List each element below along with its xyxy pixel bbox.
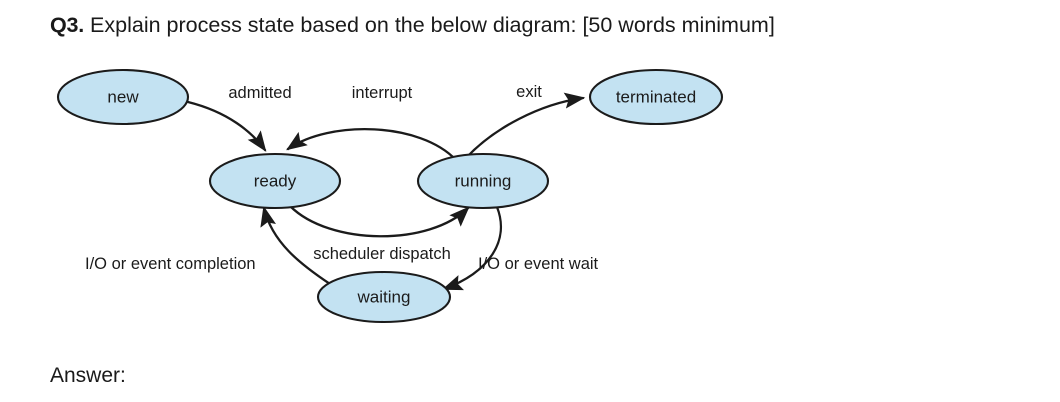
process-state-diagram: admitted interrupt exit scheduler dispat… [0, 50, 780, 340]
question-text: Explain process state based on the below… [90, 13, 775, 37]
process-state-diagram-svg: admitted interrupt exit scheduler dispat… [56, 68, 724, 324]
state-node-ready: ready [208, 152, 342, 210]
edge-label-admitted: admitted [228, 84, 291, 102]
state-node-new: new [56, 68, 190, 126]
state-ellipse-new [56, 68, 190, 126]
edge-label-scheduler-dispatch: scheduler dispatch [313, 245, 451, 263]
state-ellipse-ready [208, 152, 342, 210]
diagram-edge-labels: admitted interrupt exit scheduler dispat… [85, 83, 599, 273]
diagram-state-nodes: new ready running terminated waiting [56, 68, 724, 324]
state-node-running: running [416, 152, 550, 210]
answer-label: Answer: [50, 364, 126, 387]
state-node-waiting: waiting [316, 270, 452, 324]
edge-running-to-terminated [464, 92, 586, 160]
state-label-terminated: terminated [616, 87, 696, 106]
edge-label-interrupt: interrupt [352, 84, 413, 102]
edge-waiting-to-ready [260, 205, 332, 286]
diagram-edges [186, 92, 586, 291]
edge-running-to-ready [286, 128, 458, 162]
question-number: Q3. [50, 13, 85, 37]
state-label-ready: ready [254, 171, 297, 190]
state-ellipse-terminated [588, 68, 724, 126]
edge-label-io-or-event-wait: I/O or event wait [478, 255, 599, 273]
edge-label-exit: exit [516, 83, 542, 101]
state-label-waiting: waiting [357, 287, 411, 306]
state-ellipse-running [416, 152, 550, 210]
state-label-new: new [107, 87, 139, 106]
question-heading: Q3. Explain process state based on the b… [50, 10, 1010, 40]
state-node-terminated: terminated [588, 68, 724, 126]
edge-new-to-ready [186, 100, 267, 152]
edge-running-to-waiting [441, 205, 502, 291]
state-ellipse-waiting [316, 270, 452, 324]
edge-ready-to-running [288, 204, 470, 238]
state-label-running: running [455, 171, 512, 190]
edge-label-io-or-event-completion: I/O or event completion [85, 255, 256, 273]
